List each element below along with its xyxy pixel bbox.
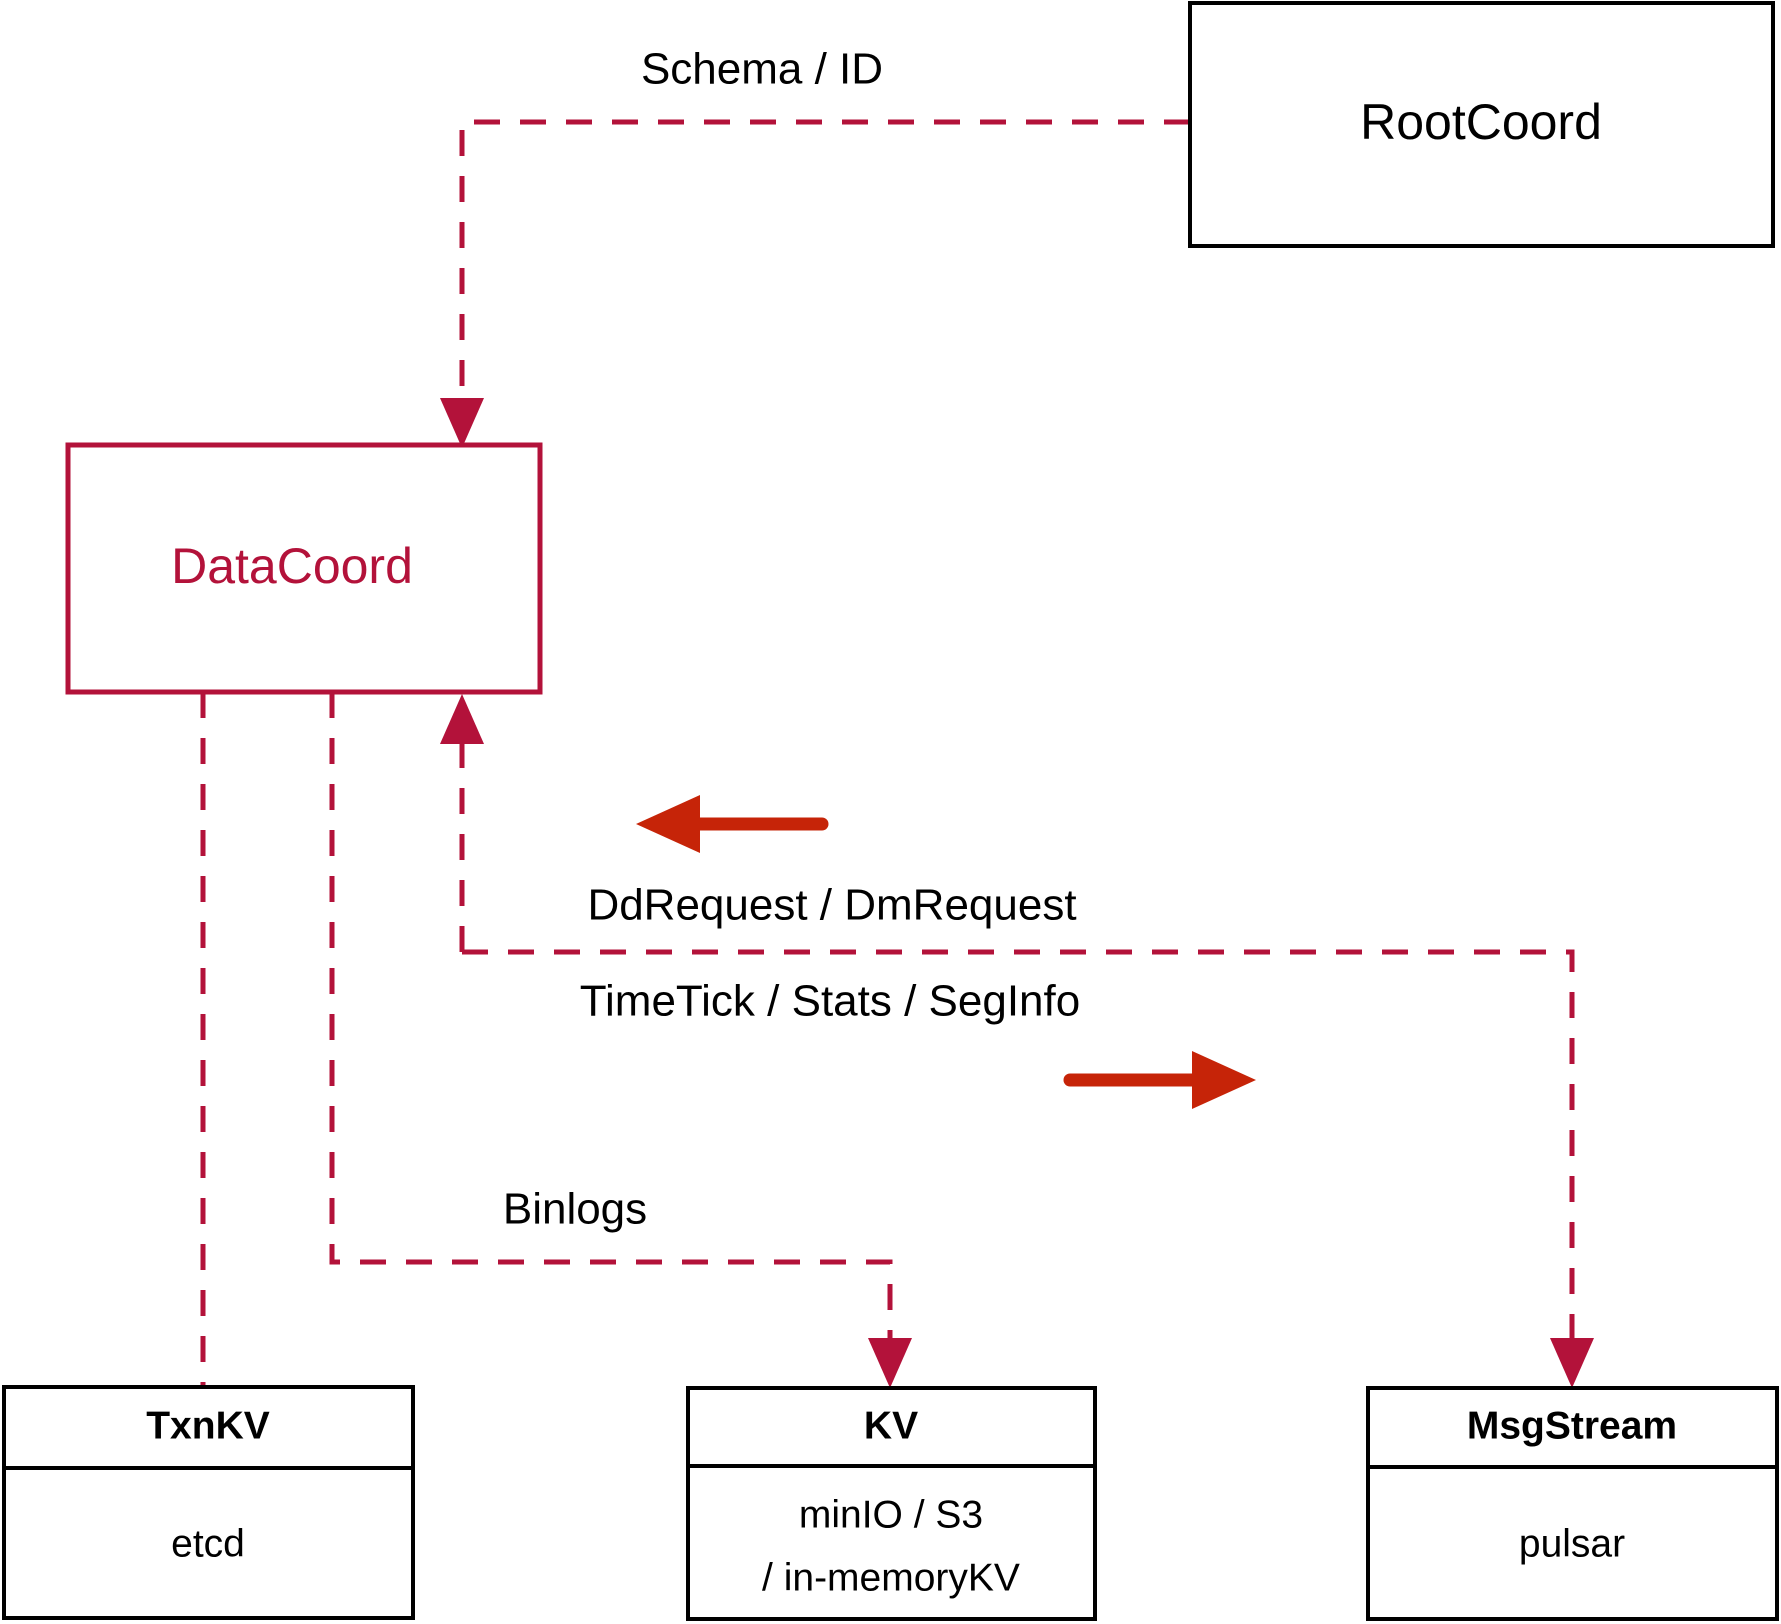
edge-ddrequest-direction-arrowhead (636, 795, 700, 853)
node-rootcoord-title: RootCoord (1360, 94, 1602, 150)
edge-timetick-path (462, 949, 1575, 1360)
edge-binlogs-label: Binlogs (503, 1185, 647, 1234)
edge-timetick-arrowhead (1550, 1338, 1594, 1388)
node-rootcoord-box[interactable] (1188, 1, 1775, 248)
edge-binlogs: Binlogs (329, 692, 912, 1388)
edge-schema-id: Schema / ID (440, 45, 1190, 448)
edge-binlogs-arrowhead (868, 1338, 912, 1388)
node-msgstream-subtitle-1: pulsar (1519, 1522, 1625, 1565)
edge-ddrequest: DdRequest / DmRequest (440, 694, 1077, 952)
node-kv-title: KV (864, 1404, 918, 1447)
edge-schema-id-arrowhead (440, 398, 484, 448)
edge-ddrequest-arrowhead (440, 694, 484, 744)
node-kv-subtitle-1: minIO / S3 (799, 1493, 983, 1536)
node-kv[interactable]: KV minIO / S3 / in-memoryKV (686, 1386, 1097, 1621)
node-txnkv[interactable]: TxnKV etcd (2, 1385, 415, 1620)
node-txnkv-subtitle-1: etcd (171, 1522, 245, 1565)
edge-schema-id-label: Schema / ID (641, 45, 883, 94)
node-kv-box[interactable] (686, 1386, 1097, 1621)
edge-binlogs-path (329, 692, 893, 1358)
node-datacoord[interactable]: DataCoord (65, 442, 543, 695)
edge-timetick-direction-arrowhead (1192, 1051, 1256, 1109)
edge-timetick: TimeTick / Stats / SegInfo (462, 949, 1594, 1388)
node-datacoord-box[interactable] (65, 442, 543, 695)
edge-schema-id-path (459, 119, 1190, 420)
node-datacoord-title: DataCoord (171, 538, 413, 594)
node-rootcoord[interactable]: RootCoord (1188, 1, 1775, 248)
edge-ddrequest-label: DdRequest / DmRequest (587, 881, 1076, 930)
node-txnkv-box[interactable] (2, 1385, 415, 1620)
node-msgstream[interactable]: MsgStream pulsar (1366, 1386, 1779, 1621)
node-msgstream-title: MsgStream (1467, 1404, 1677, 1447)
edge-timetick-label: TimeTick / Stats / SegInfo (580, 977, 1080, 1026)
node-txnkv-title: TxnKV (146, 1404, 270, 1447)
node-kv-subtitle-2: / in-memoryKV (762, 1556, 1020, 1599)
node-msgstream-box[interactable] (1366, 1386, 1779, 1621)
